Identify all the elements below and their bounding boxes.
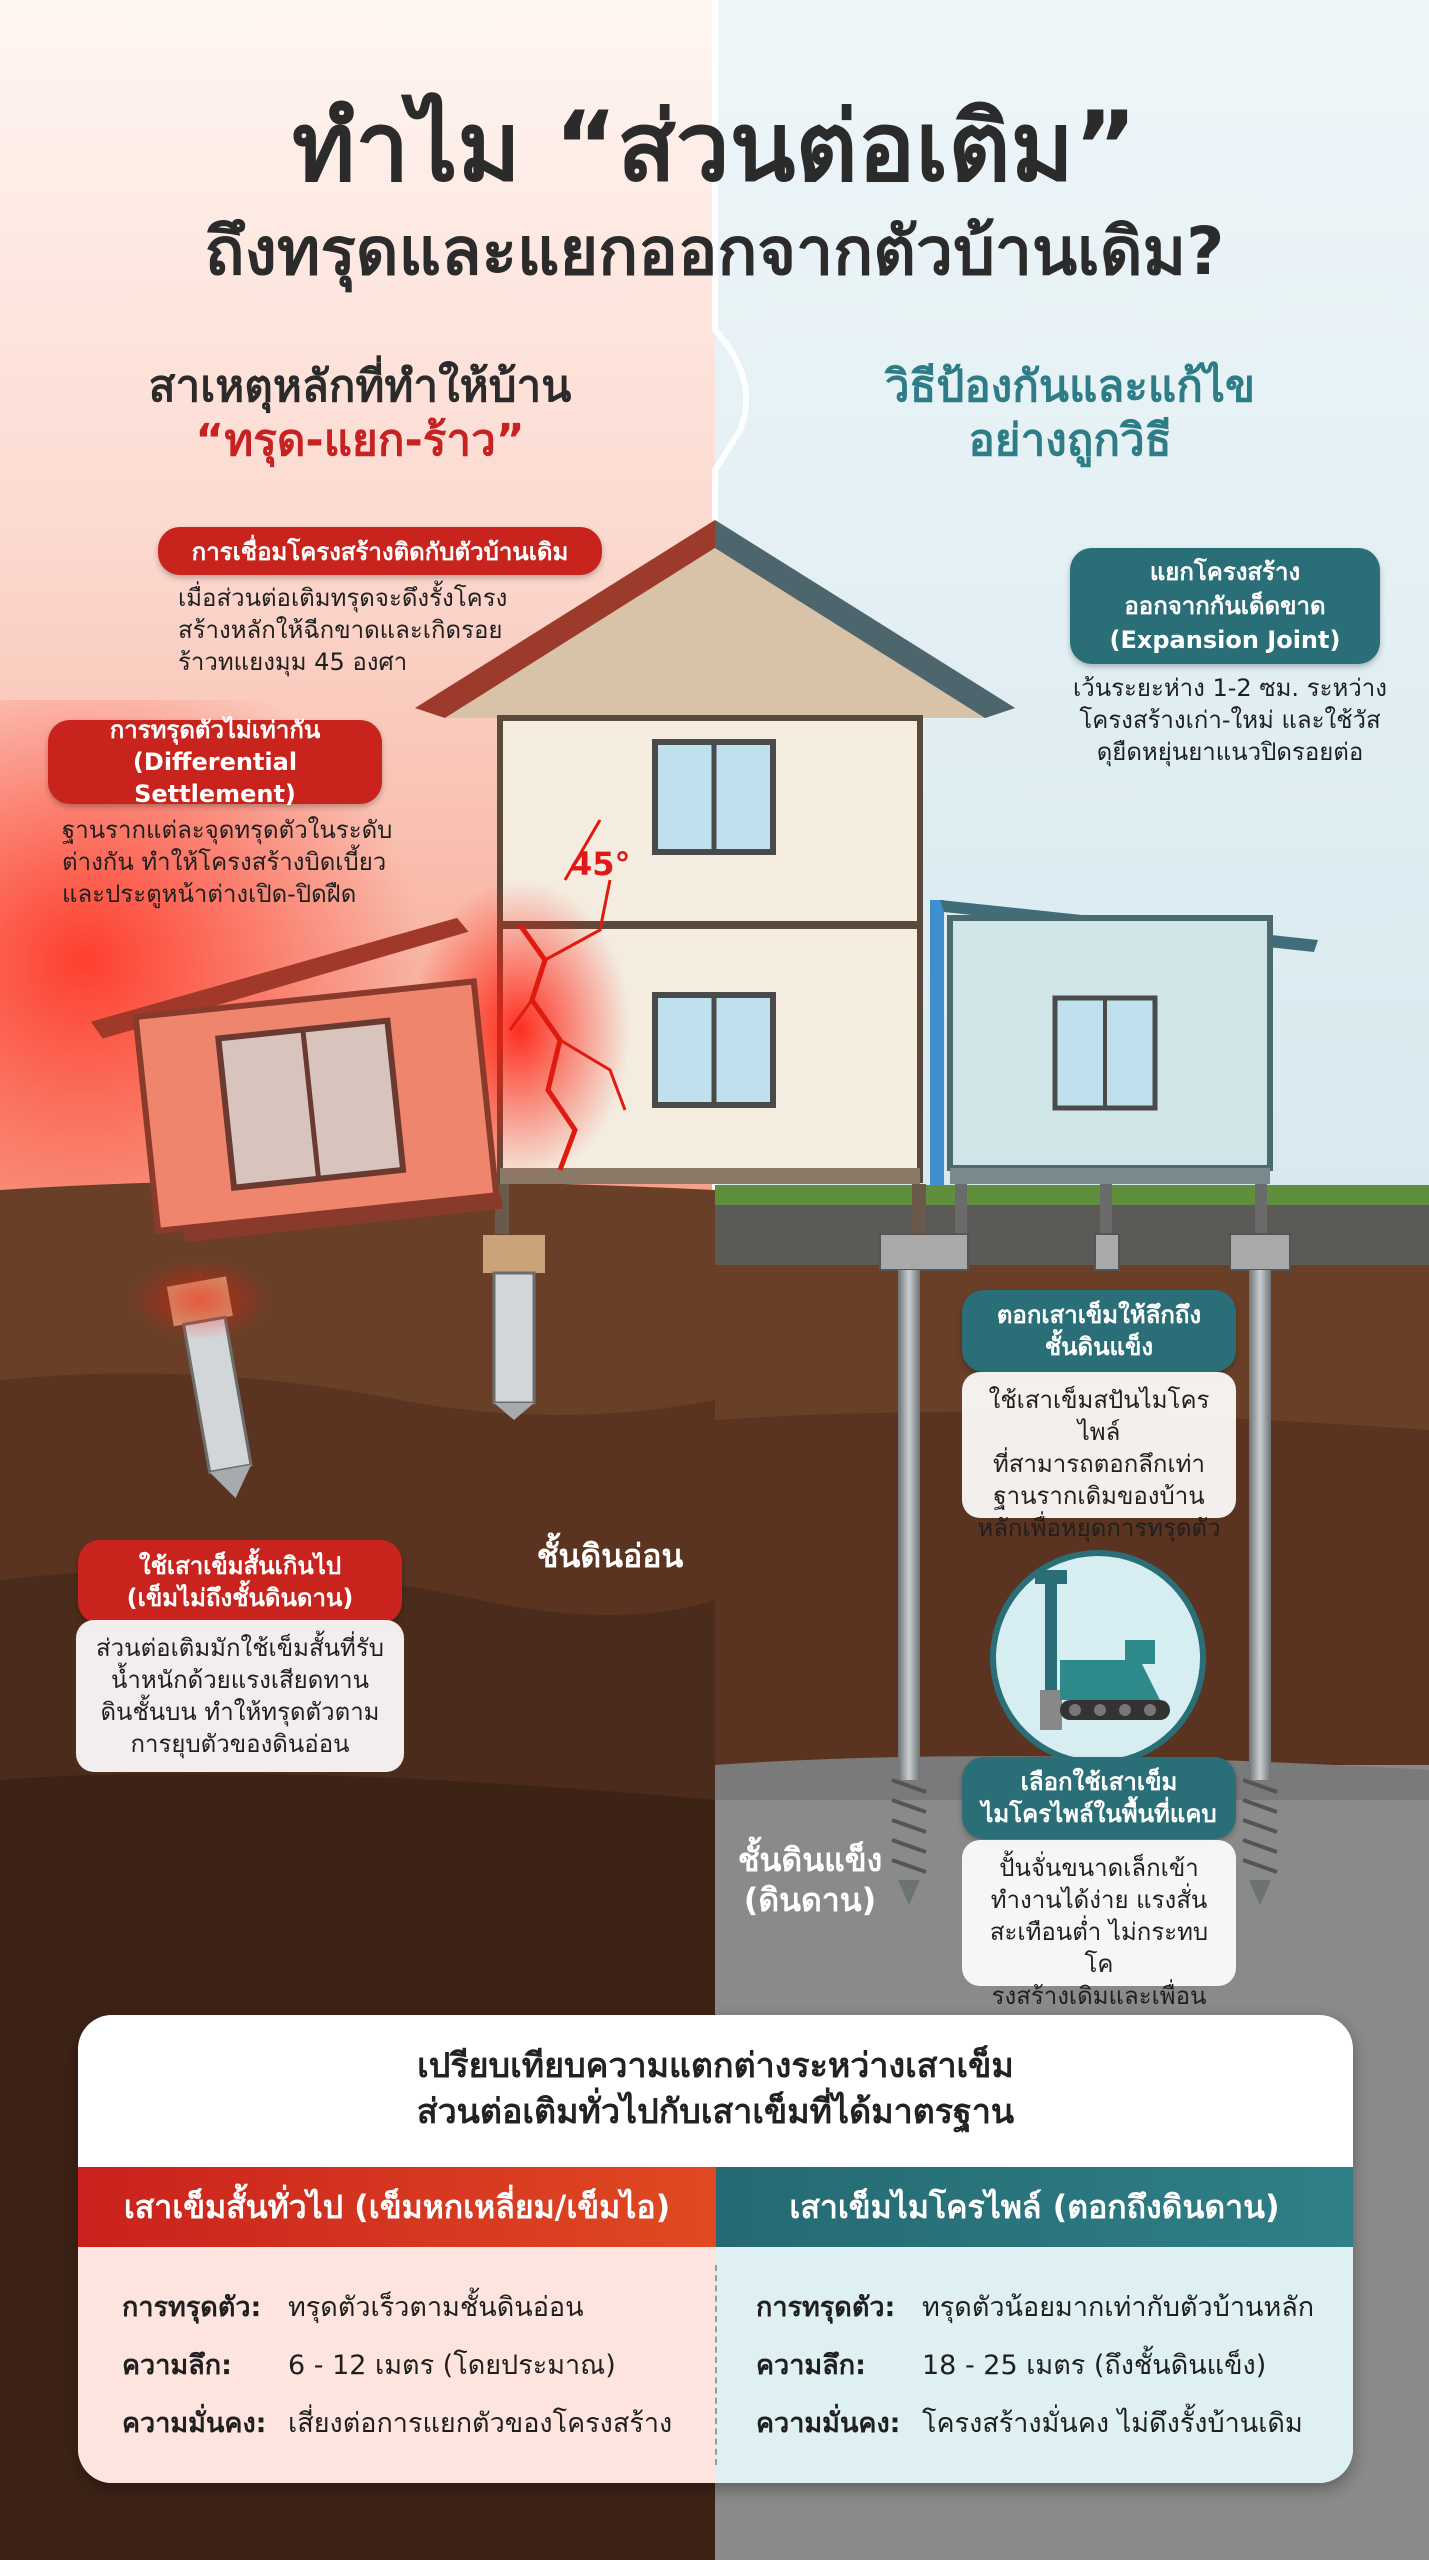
- micropile-row-settlement: การทรุดตัว:ทรุดตัวน้อยมากเท่ากับตัวบ้านห…: [756, 2291, 1315, 2323]
- center-divider: [712, 0, 750, 2560]
- cause-2-title: การทรุดตัวไม่เท่ากัน (Differential Settl…: [48, 716, 382, 808]
- micropile-header: เสาเข็มไมโครไพล์ (ตอกถึงดินดาน): [716, 2167, 1353, 2247]
- cause-3-text: ส่วนต่อเติมมักใช้เข็มสั้นที่รับ น้ำหนักด…: [76, 1620, 404, 1772]
- micropile-details: การทรุดตัว:ทรุดตัวน้อยมากเท่ากับตัวบ้านห…: [716, 2247, 1353, 2483]
- solutions-heading: วิธีป้องกันและแก้ไข อย่างถูกวิธี: [800, 360, 1340, 468]
- solution-2-title: ตอกเสาเข็มให้ลึกถึง ชั้นดินแข็ง: [962, 1290, 1236, 1372]
- solutions-heading-line2: อย่างถูกวิธี: [968, 415, 1172, 466]
- solution-3-text: ปั้นจั่นขนาดเล็กเข้า ทำงานได้ง่าย แรงสั่…: [962, 1840, 1236, 2042]
- solution-1-title: แยกโครงสร้าง ออกจากกันเด็ดขาด (Expansion…: [1070, 548, 1380, 664]
- comparison-title: เปรียบเทียบความแตกต่างระหว่างเสาเข็ม ส่ว…: [416, 2046, 1015, 2132]
- solution-1-text: เว้นระยะห่าง 1-2 ซม. ระหว่าง โครงสร้างเก…: [1073, 674, 1387, 766]
- soft-soil-label: ชั้นดินอ่อน: [536, 1537, 684, 1575]
- causes-heading: สาเหตุหลักที่ทำให้บ้าน “ทรุด-แยก-ร้าว”: [90, 360, 630, 468]
- page-title: ทำไม “ส่วนต่อเติม”: [292, 91, 1137, 203]
- hard-soil-label: ชั้นดินแข็ง (ดินดาน): [737, 1841, 883, 1919]
- column-divider: [715, 2265, 717, 2465]
- micropile-row-depth: ความลึก:18 - 25 เมตร (ถึงชั้นดินแข็ง): [756, 2349, 1267, 2381]
- cause-1-text: เมื่อส่วนต่อเติมทรุดจะดึงรั้งโครง สร้างห…: [178, 584, 508, 676]
- solution-3-title: เลือกใช้เสาเข็ม ไมโครไพล์ในพื้นที่แคบ: [962, 1757, 1236, 1839]
- short-pile-details: การทรุดตัว:ทรุดตัวเร็วตามชั้นดินอ่อน ควา…: [78, 2247, 716, 2483]
- short-pile-row-depth: ความลึก:6 - 12 เมตร (โดยประมาณ): [122, 2349, 616, 2381]
- causes-heading-line1: สาเหตุหลักที่ทำให้บ้าน: [148, 361, 572, 412]
- cause-3-title: ใช้เสาเข็มสั้นเกินไป (เข็มไม่ถึงชั้นดินด…: [78, 1540, 402, 1624]
- causes-heading-line2: “ทรุด-แยก-ร้าว”: [195, 415, 525, 466]
- page-subtitle: ถึงทรุดและแยกออกจากตัวบ้านเดิม?: [204, 213, 1225, 290]
- solution-2-text: ใช้เสาเข็มสปันไมโครไพล์ ที่สามารถตอกลึกเ…: [962, 1372, 1236, 1542]
- short-pile-header: เสาเข็มสั้นทั่วไป (เข็มหกเหลี่ยม/เข็มไอ): [78, 2167, 716, 2247]
- cause-1-title: การเชื่อมโครงสร้างติดกับตัวบ้านเดิม: [158, 527, 602, 575]
- short-pile-row-settlement: การทรุดตัว:ทรุดตัวเร็วตามชั้นดินอ่อน: [122, 2291, 584, 2323]
- cause-2-text: ฐานรากแต่ละจุดทรุดตัวในระดับ ต่างกัน ทำใ…: [62, 816, 393, 908]
- solutions-heading-line1: วิธีป้องกันและแก้ไข: [884, 361, 1256, 412]
- micropile-row-stability: ความมั่นคง:โครงสร้างมั่นคง ไม่ดึงรั้งบ้า…: [756, 2407, 1303, 2439]
- piling-rig-icon: [990, 1550, 1206, 1766]
- comparison-panel: เปรียบเทียบความแตกต่างระหว่างเสาเข็ม ส่ว…: [78, 2015, 1353, 2483]
- short-pile-row-stability: ความมั่นคง:เสี่ยงต่อการแยกตัวของโครงสร้า…: [122, 2407, 673, 2439]
- angle-label: 45°: [570, 845, 631, 883]
